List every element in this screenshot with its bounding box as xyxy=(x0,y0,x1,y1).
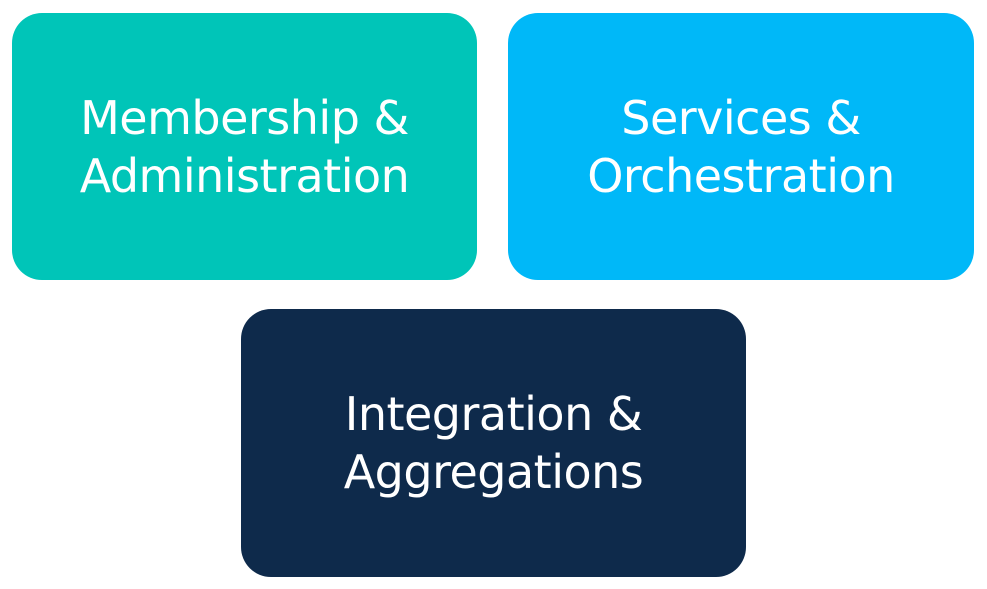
integration-aggregations-label: Integration & Aggregations xyxy=(344,385,644,501)
services-orchestration-label-line-2: Orchestration xyxy=(587,148,895,203)
services-orchestration-label: Services & Orchestration xyxy=(587,89,895,205)
integration-aggregations-label-line-2: Aggregations xyxy=(343,445,644,499)
integration-aggregations-card: Integration & Aggregations xyxy=(241,309,746,577)
membership-administration-card: Membership & Administration xyxy=(12,13,477,280)
services-orchestration-label-line-1: Services & xyxy=(621,90,861,145)
membership-administration-label-line-1: Membership & xyxy=(80,90,409,145)
integration-aggregations-label-line-1: Integration & xyxy=(344,387,643,441)
membership-administration-label: Membership & Administration xyxy=(80,89,410,205)
membership-administration-label-line-2: Administration xyxy=(79,148,410,203)
services-orchestration-card: Services & Orchestration xyxy=(508,13,974,280)
